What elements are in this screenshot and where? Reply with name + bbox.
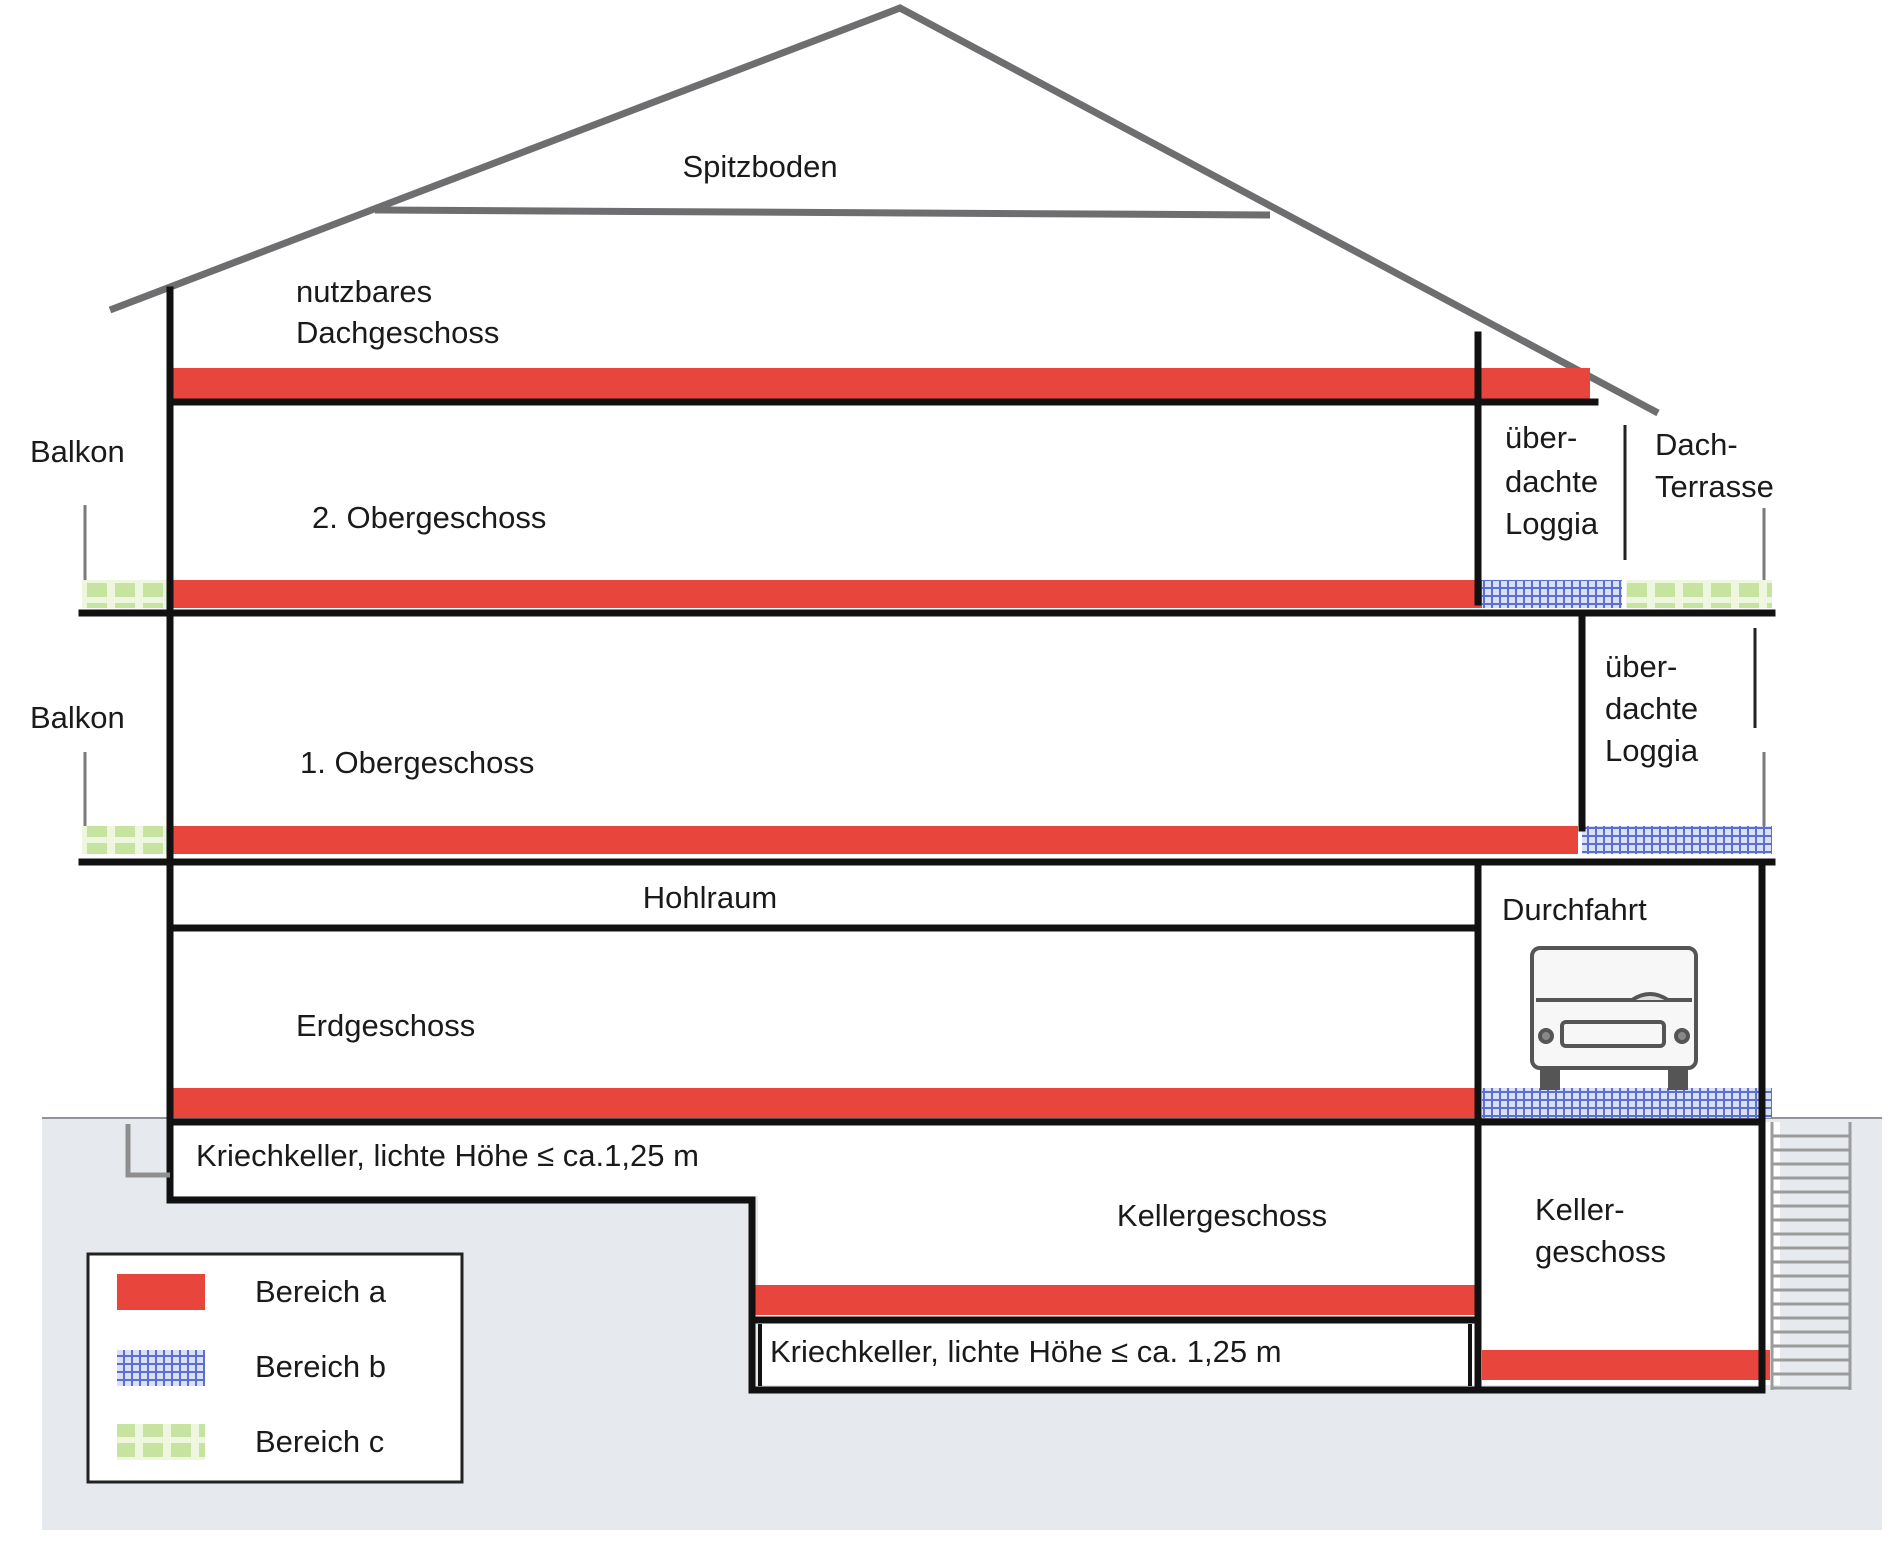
label-balcony-bottom: Balkon (30, 700, 125, 735)
legend-label-a: Bereich a (255, 1274, 387, 1309)
legend-label-c: Bereich c (255, 1424, 384, 1459)
label-loggia-top-2: dachte (1505, 464, 1598, 499)
label-passage: Durchfahrt (1502, 892, 1647, 927)
label-ground-floor: Erdgeschoss (296, 1008, 475, 1043)
exterior-stairs (1770, 1122, 1852, 1390)
roof (108, 4, 1660, 417)
label-roof-terrace-1: Dach- (1655, 427, 1738, 462)
label-loggia-mid-3: Loggia (1605, 733, 1699, 768)
label-loggia-mid-2: dachte (1605, 691, 1698, 726)
label-loggia-top-3: Loggia (1505, 506, 1599, 541)
label-basement-right-2: geschoss (1535, 1234, 1666, 1269)
legend-item-c: Bereich c (117, 1424, 384, 1460)
legend-swatch-c (117, 1424, 205, 1460)
label-upper-floor-1: 1. Obergeschoss (300, 745, 534, 780)
label-crawl-space-bottom: Kriechkeller, lichte Höhe ≤ ca. 1,25 m (770, 1334, 1282, 1369)
railings (83, 425, 1766, 1178)
label-cavity: Hohlraum (643, 880, 777, 915)
room-labels: Spitzboden nutzbares Dachgeschoss Balkon… (30, 149, 1774, 1369)
legend: Bereich a Bereich b Bereich c (86, 1252, 464, 1484)
legend-swatch-b (117, 1350, 205, 1386)
label-balcony-top: Balkon (30, 434, 125, 469)
label-usable-attic-line1: nutzbares (296, 274, 432, 309)
area-a-slabs (170, 368, 1770, 1380)
label-usable-attic-line2: Dachgeschoss (296, 315, 499, 350)
area-c-slabs (82, 580, 1772, 854)
area-b-slabs (1482, 580, 1772, 1118)
label-loggia-top-1: über- (1505, 420, 1577, 455)
label-roof-terrace-2: Terrasse (1655, 469, 1774, 504)
legend-swatch-a (117, 1274, 205, 1310)
building-walls (78, 286, 1776, 1394)
legend-item-b: Bereich b (117, 1349, 386, 1386)
label-upper-floor-2: 2. Obergeschoss (312, 500, 546, 535)
label-basement: Kellergeschoss (1117, 1198, 1327, 1233)
label-attic: Spitzboden (682, 149, 837, 184)
label-crawl-space-left: Kriechkeller, lichte Höhe ≤ ca.1,25 m (196, 1138, 699, 1173)
legend-item-a: Bereich a (117, 1274, 387, 1310)
car-icon (1530, 946, 1698, 1090)
label-loggia-mid-1: über- (1605, 649, 1677, 684)
legend-label-b: Bereich b (255, 1349, 386, 1384)
label-basement-right-1: Keller- (1535, 1192, 1625, 1227)
